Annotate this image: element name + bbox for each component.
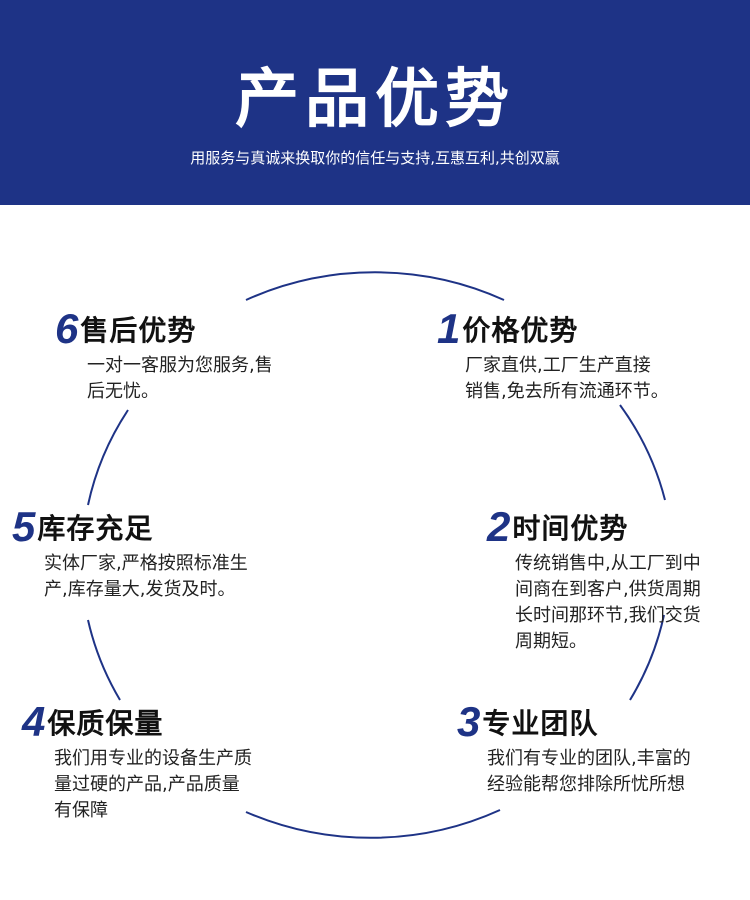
feature-team: 3 专业团队 我们有专业的团队,丰富的 经验能帮您排除所忧所想: [457, 700, 691, 798]
feature-desc-line: 后无忧。: [87, 381, 159, 402]
feature-desc: 传统销售中,从工厂到中 间商在到客户,供货周期 长时间那环节,我们交货 周期短。: [487, 551, 701, 655]
feature-title: 专业团队: [482, 707, 599, 740]
feature-desc: 一对一客服为您服务,售 后无忧。: [55, 353, 273, 405]
feature-desc-line: 长时间那环节,我们交货: [515, 605, 701, 626]
feature-number: 4: [22, 698, 46, 745]
feature-desc: 我们有专业的团队,丰富的 经验能帮您排除所忧所想: [457, 746, 691, 798]
feature-number: 1: [437, 305, 461, 352]
feature-title: 库存充足: [37, 512, 154, 545]
ring-arc-bottom: [245, 809, 501, 839]
feature-desc-line: 产,库存量大,发货及时。: [44, 579, 236, 600]
feature-desc-line: 周期短。: [515, 631, 587, 652]
feature-number: 6: [55, 305, 79, 352]
ring-arc-top: [245, 271, 505, 301]
feature-desc-line: 我们有专业的团队,丰富的: [487, 748, 691, 769]
ring-arc-right-lower: [629, 614, 665, 701]
feature-title: 售后优势: [80, 314, 197, 347]
feature-title: 时间优势: [512, 512, 629, 545]
ring-arc-right-upper: [619, 404, 666, 501]
feature-desc-line: 间商在到客户,供货周期: [515, 579, 701, 600]
feature-stock: 5 库存充足 实体厂家,严格按照标准生 产,库存量大,发货及时。: [12, 505, 248, 603]
feature-number: 3: [457, 698, 481, 745]
ring-arc-left-upper: [87, 409, 129, 506]
header-banner: 产品优势 用服务与真诚来换取你的信任与支持,互惠互利,共创双赢: [0, 0, 750, 205]
page-title: 产品优势: [235, 63, 515, 137]
ring-arc-left-lower: [87, 619, 121, 701]
feature-desc-line: 有保障: [54, 800, 108, 821]
feature-number: 2: [487, 503, 511, 550]
feature-desc-line: 量过硬的产品,产品质量: [54, 774, 240, 795]
feature-desc: 厂家直供,工厂生产直接 销售,免去所有流通环节。: [437, 353, 669, 405]
feature-title: 保质保量: [47, 707, 164, 740]
feature-quality: 4 保质保量 我们用专业的设备生产质 量过硬的产品,产品质量 有保障: [22, 700, 252, 824]
feature-desc-line: 我们用专业的设备生产质: [54, 748, 252, 769]
feature-number: 5: [12, 503, 36, 550]
feature-desc-line: 传统销售中,从工厂到中: [515, 553, 701, 574]
feature-desc: 实体厂家,严格按照标准生 产,库存量大,发货及时。: [12, 551, 248, 603]
feature-title: 价格优势: [462, 314, 579, 347]
feature-aftersales: 6 售后优势 一对一客服为您服务,售 后无忧。: [55, 307, 273, 405]
feature-desc: 我们用专业的设备生产质 量过硬的产品,产品质量 有保障: [22, 746, 252, 824]
feature-time: 2 时间优势 传统销售中,从工厂到中 间商在到客户,供货周期 长时间那环节,我们…: [487, 505, 701, 655]
feature-desc-line: 一对一客服为您服务,售: [87, 355, 273, 376]
feature-desc-line: 厂家直供,工厂生产直接: [465, 355, 651, 376]
feature-desc-line: 实体厂家,严格按照标准生: [44, 553, 248, 574]
feature-price: 1 价格优势 厂家直供,工厂生产直接 销售,免去所有流通环节。: [437, 307, 669, 405]
feature-desc-line: 销售,免去所有流通环节。: [465, 381, 669, 402]
feature-desc-line: 经验能帮您排除所忧所想: [487, 774, 685, 795]
page-subtitle: 用服务与真诚来换取你的信任与支持,互惠互利,共创双赢: [190, 149, 560, 167]
